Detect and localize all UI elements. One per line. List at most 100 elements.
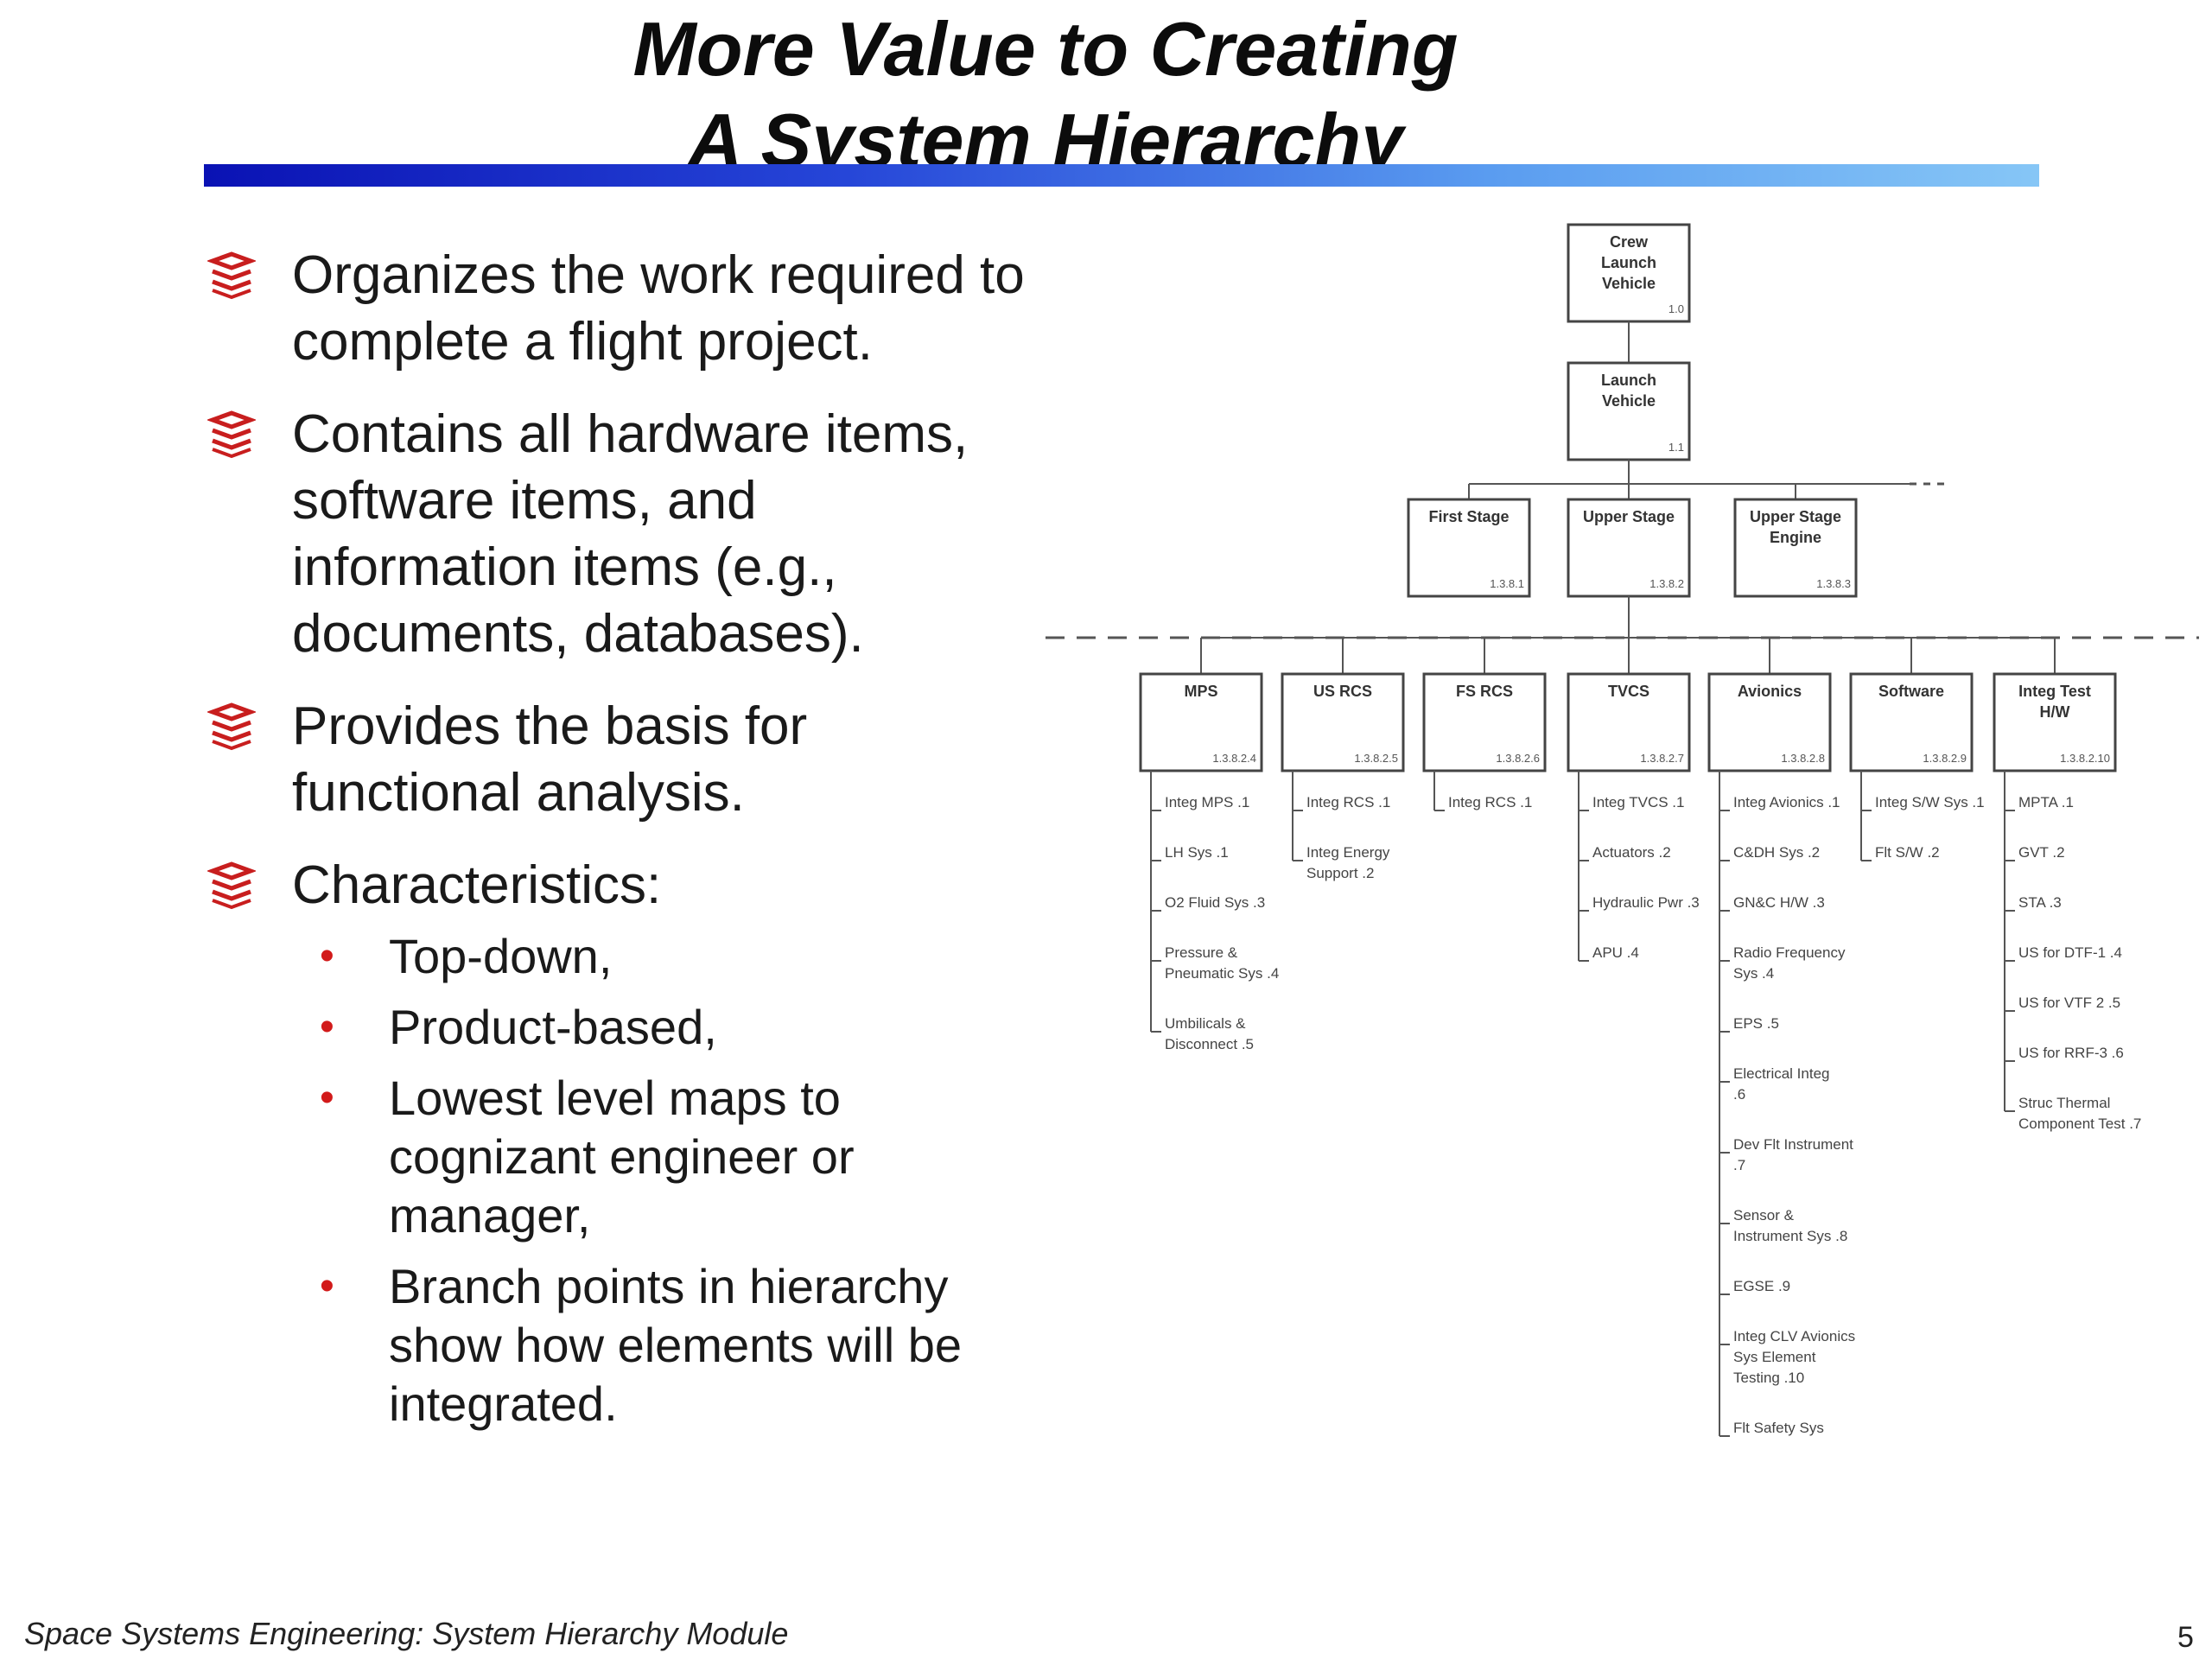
bullet-list: Organizes the work required to complete … (207, 242, 1028, 1446)
leaf-item: STA .3 (2005, 894, 2062, 912)
sub-bullet-item: • Top-down, (207, 927, 1028, 986)
sub-bullet-text: Lowest level maps to cognizant engineer … (389, 1071, 855, 1243)
box-outline (1407, 498, 1531, 598)
leaf-label: Component Test .7 (2018, 1116, 2141, 1132)
dot-icon: • (320, 933, 334, 979)
leaf-label: Dev Flt Instrument (1733, 1136, 1853, 1153)
bullet-item: Contains all hardware items, software it… (207, 401, 1028, 667)
bullet-item: Characteristics: (207, 852, 1028, 918)
footer-text: Space Systems Engineering: System Hierar… (24, 1616, 789, 1651)
level3-box: FS RCS 1.3.8.2.6 (1422, 672, 1547, 772)
leaf-label: Disconnect .5 (1165, 1036, 1254, 1052)
book-stack-icon (207, 861, 256, 910)
box-label: Engine (1770, 529, 1821, 546)
box-code: 1.3.8.1 (1490, 577, 1524, 590)
book-stack-icon (207, 702, 256, 751)
leaf-label: Integ TVCS .1 (1592, 794, 1684, 810)
leaf-item: O2 Fluid Sys .3 (1151, 894, 1265, 912)
box-code: 1.3.8.2.5 (1354, 752, 1398, 765)
box-label: Upper Stage (1583, 508, 1675, 525)
leaf-item: Umbilicals & Disconnect .5 (1151, 1015, 1254, 1052)
leaf-item: Electrical Integ.6 (1719, 1065, 1830, 1103)
leaf-label: Sys Element (1733, 1349, 1816, 1365)
bullet-text: Contains all hardware items, software it… (292, 404, 969, 664)
box-label: Avionics (1738, 683, 1802, 700)
leaf-item: GN&C H/W .3 (1719, 894, 1825, 912)
box-label: Vehicle (1602, 392, 1656, 410)
bullet-text: Provides the basis for functional analys… (292, 696, 808, 823)
leaf-label: Integ RCS .1 (1448, 794, 1532, 810)
leaf-item: Integ RCS .1 (1293, 794, 1390, 811)
box-outline (1567, 672, 1691, 772)
leaf-label: Integ MPS .1 (1165, 794, 1249, 810)
box-code: 1.1 (1669, 441, 1684, 454)
box-label: MPS (1184, 683, 1217, 700)
bullet-item: Provides the basis for functional analys… (207, 693, 1028, 826)
box-outline (1993, 672, 2117, 772)
leaf-label: .6 (1733, 1086, 1745, 1103)
leaf-label: Flt S/W .2 (1875, 844, 1940, 861)
leaf-item: Integ MPS .1 (1151, 794, 1249, 811)
leaf-label: Radio Frequency (1733, 944, 1846, 961)
level3-box: MPS 1.3.8.2.4 (1139, 672, 1263, 772)
leaf-item: Dev Flt Instrument .7 (1719, 1136, 1853, 1173)
box-outline (1567, 223, 1691, 323)
dot-icon: • (320, 1004, 334, 1050)
leaf-label: APU .4 (1592, 944, 1639, 961)
leaf-item: Actuators .2 (1579, 844, 1671, 861)
level3-box: US RCS 1.3.8.2.5 (1281, 672, 1405, 772)
leaf-label: LH Sys .1 (1165, 844, 1229, 861)
hierarchy-svg: CrewLaunchVehicle1.0LaunchVehicle1.1Firs… (1046, 223, 2199, 1437)
page-number: 5 (2177, 1621, 2194, 1654)
leaf-label: .7 (1733, 1157, 1745, 1173)
book-stack-icon (207, 251, 256, 300)
box-outline (1707, 672, 1832, 772)
box-label: Crew (1610, 233, 1649, 251)
box-code: 1.3.8.2.4 (1212, 752, 1256, 765)
leaf-item: Integ TVCS .1 (1579, 794, 1684, 811)
leaf-label: C&DH Sys .2 (1733, 844, 1820, 861)
leaf-label: EGSE .9 (1733, 1278, 1790, 1294)
dot-icon: • (320, 1263, 334, 1309)
leaf-label: Pneumatic Sys .4 (1165, 965, 1279, 982)
box-outline (1281, 672, 1405, 772)
sub-bullet-list: • Top-down, •Product-based, • Lowest level… (207, 927, 1028, 1433)
leaf-label: Umbilicals & (1165, 1015, 1246, 1032)
leaf-item: Integ RCS .1 (1434, 794, 1532, 811)
sub-bullet-item: •Product-based, (207, 998, 1028, 1057)
leaf-label: Sys .4 (1733, 965, 1774, 982)
sub-bullet-text: Top-down, (389, 929, 613, 983)
leaf-item: Integ Avionics .1 (1719, 794, 1840, 811)
box-code: 1.3.8.2.6 (1496, 752, 1540, 765)
box-code: 1.3.8.2.10 (2060, 752, 2110, 765)
leaf-item: US for VTF 2 .5 (2005, 995, 2120, 1012)
leaf-item: LH Sys .1 (1151, 844, 1229, 861)
leaf-item: APU .4 (1579, 944, 1639, 962)
title-underline-bar (204, 164, 2039, 187)
leaf-item: Sensor &Instrument Sys .8 (1719, 1207, 1847, 1244)
box-outline (1422, 672, 1547, 772)
leaf-item: Pressure &Pneumatic Sys .4 (1151, 944, 1279, 982)
box-label: US RCS (1313, 683, 1372, 700)
leaf-label: Hydraulic Pwr .3 (1592, 894, 1700, 911)
box-label: FS RCS (1456, 683, 1513, 700)
bullet-text: Organizes the work required to complete … (292, 245, 1025, 372)
leaf-item: EPS .5 (1719, 1015, 1779, 1033)
box-outline (1139, 672, 1263, 772)
leaf-item: US for DTF-1 .4 (2005, 944, 2122, 962)
leaf-label: Integ S/W Sys .1 (1875, 794, 1985, 810)
leaf-item: MPTA .1 (2005, 794, 2074, 811)
leaf-label: Integ RCS .1 (1306, 794, 1390, 810)
box-label: H/W (2040, 703, 2070, 721)
leaf-label: GVT .2 (2018, 844, 2065, 861)
box-code: 1.3.8.3 (1816, 577, 1851, 590)
book-stack-icon (207, 410, 256, 459)
